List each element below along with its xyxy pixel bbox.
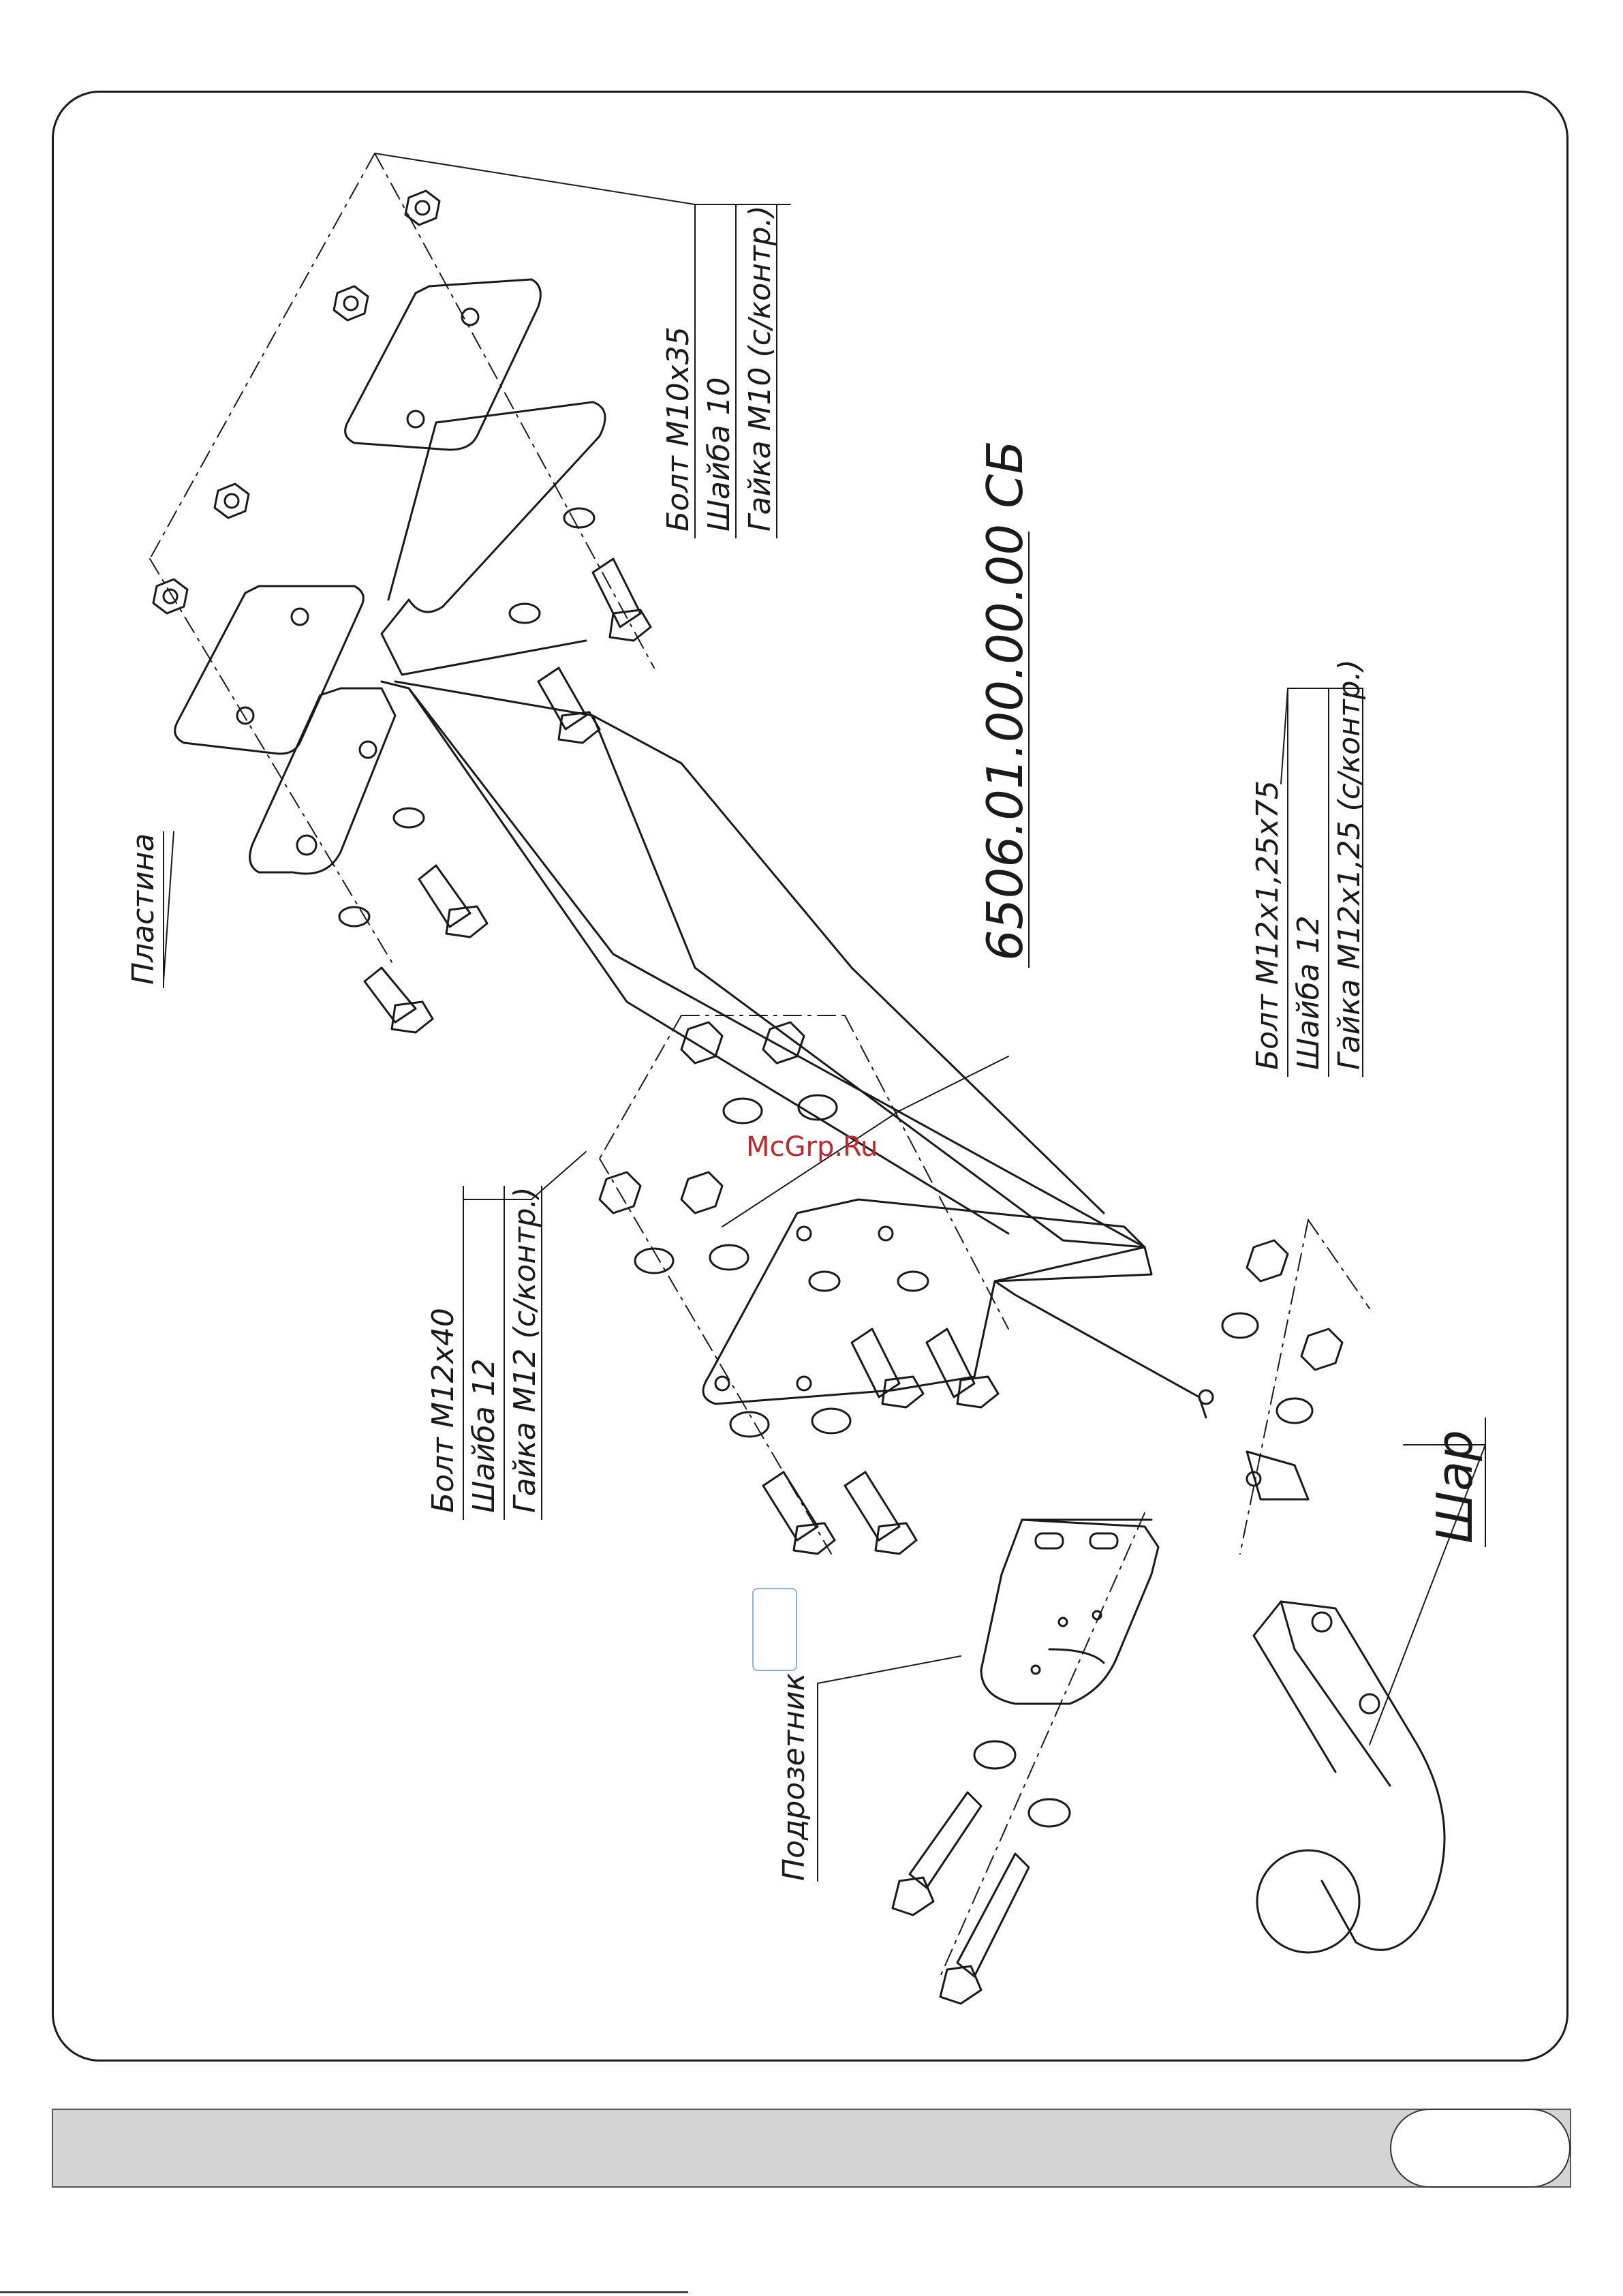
plate-label: Пластина [126, 833, 161, 985]
callout-bolt-m12x40: Болт М12х40 Шайба 12 Гайка М12 (с/контр.… [426, 1186, 542, 1520]
callout-bolt-m10-line3: Гайка М10 (с/контр.) [743, 205, 777, 532]
callout-bolt-m12x40-line1: Болт М12х40 [426, 1308, 461, 1513]
callout-bolt-m12x125-line3: Гайка М12х1,25 (с/контр.) [1332, 659, 1367, 1070]
callout-socket-bracket: Подрозетник [777, 1672, 812, 1881]
socket-bracket [981, 1520, 1158, 1704]
callout-ball: Шар [1426, 1418, 1485, 1547]
empty-field-box[interactable] [752, 1588, 797, 1671]
callout-bolt-m12x125: Болт М12х1,25х75 Шайба 12 Гайка М12х1,25… [1250, 659, 1367, 1077]
ball-label: Шар [1426, 1430, 1483, 1544]
callout-bolt-m12x40-line3: Гайка М12 (с/контр.) [508, 1187, 542, 1513]
socket-bracket-label: Подрозетник [777, 1672, 812, 1881]
bottom-rule [0, 2291, 688, 2293]
plate-lower [175, 586, 364, 754]
footer-bar [52, 2109, 1571, 2188]
tow-ball [1254, 1602, 1444, 1953]
callout-bolt-m10-line2: Шайба 10 [702, 377, 737, 532]
plate-upper [345, 279, 541, 450]
nut-m10-2 [334, 286, 368, 320]
callout-bolt-m12x125-line1: Болт М12х1,25х75 [1250, 780, 1285, 1070]
upper-bracket [382, 402, 605, 675]
mount-flange [703, 1199, 1145, 1404]
callout-bolt-m10: Болт М10х35 Шайба 10 Гайка М10 (с/контр.… [661, 204, 777, 538]
nuts-m12x125 [1199, 1240, 1342, 1499]
bolts-m12x40 [730, 1329, 998, 1554]
side-bracket [250, 688, 395, 874]
nut-m10-4 [153, 579, 187, 613]
callout-bolt-m12x40-line2: Шайба 12 [467, 1358, 501, 1513]
bolts-lower [893, 1741, 1070, 2004]
bolt-m10-upper [510, 508, 651, 743]
callout-plate: Пластина [126, 831, 164, 988]
nut-m10-3 [215, 484, 249, 518]
bolt-m10-lower [339, 808, 487, 1032]
towbar-beam [382, 682, 1206, 1418]
callout-bolt-m12x125-line2: Шайба 12 [1291, 915, 1326, 1070]
assembly-title: 6506.01.00.00.00 СБ [976, 440, 1034, 961]
callout-bolt-m10-line1: Болт М10х35 [661, 326, 696, 532]
watermark: McGrp.Ru [746, 1131, 878, 1163]
callout-assembly-title: 6506.01.00.00.00 СБ [976, 440, 1034, 968]
page-number-tab [1390, 2109, 1571, 2188]
